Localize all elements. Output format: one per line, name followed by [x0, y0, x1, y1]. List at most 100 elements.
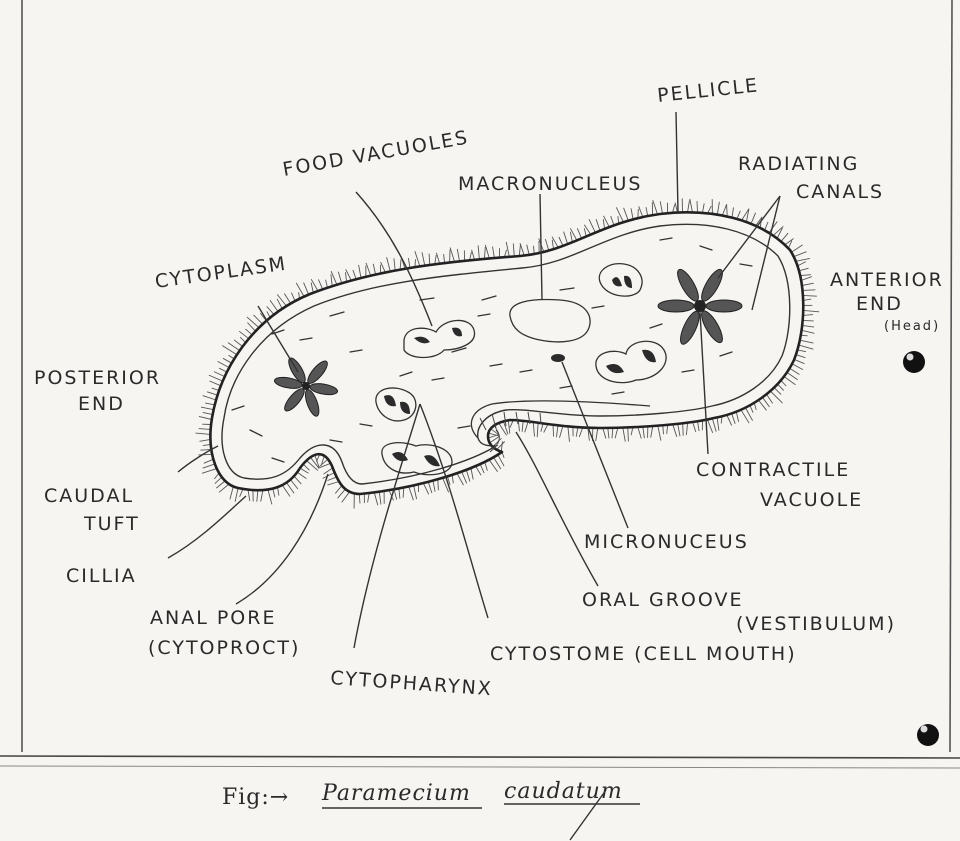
cilium — [595, 427, 599, 442]
cilium — [623, 207, 629, 221]
cytoplasm-granule — [329, 311, 345, 317]
cilium — [341, 491, 350, 503]
cilium — [465, 469, 471, 482]
label-anterior: ANTERIOR — [830, 269, 944, 291]
cilium — [726, 204, 728, 217]
cilium — [595, 219, 601, 231]
cilium — [246, 316, 260, 329]
cilium — [214, 476, 223, 484]
cilium — [802, 294, 817, 297]
cytoplasm-granule — [231, 405, 245, 411]
cilium — [380, 261, 386, 273]
cilium — [607, 427, 610, 439]
food-vacuole-4 — [598, 263, 643, 297]
cilium — [567, 426, 570, 442]
cilium — [303, 282, 310, 295]
oral-groove — [470, 400, 651, 439]
cilium — [358, 493, 361, 504]
label-posterior-end: END — [78, 393, 125, 415]
cilium — [755, 216, 763, 227]
cilium — [286, 482, 295, 494]
label-cytoplasm: CYTOPLASM — [154, 253, 289, 293]
cilium — [266, 306, 275, 315]
labels: FOOD VACUOLES PELLICLE MACRONUCLEUS RADI… — [34, 74, 944, 700]
cilium — [209, 380, 222, 387]
cilium — [578, 427, 584, 438]
macronucleus-shape — [509, 298, 591, 343]
cilium — [427, 481, 433, 494]
cilium — [798, 267, 809, 272]
cilium — [672, 424, 678, 437]
cytoplasm-granule — [329, 439, 343, 443]
label-micronucleus: MICRONUCEUS — [584, 531, 749, 553]
cytoplasm-granule — [591, 305, 605, 309]
cilium — [800, 274, 811, 277]
cytoplasm-granule — [399, 371, 413, 377]
cilium — [437, 479, 439, 491]
cilium — [322, 472, 335, 479]
cilium — [801, 329, 815, 334]
cilium — [470, 467, 474, 480]
cilium — [247, 489, 251, 502]
cilium — [551, 239, 554, 250]
cilium — [484, 244, 490, 259]
cilium — [245, 328, 253, 336]
cilium — [745, 407, 753, 421]
cilium — [198, 453, 213, 456]
cilium — [306, 460, 319, 471]
cilium — [222, 357, 232, 364]
cytoplasm-granule — [419, 297, 435, 301]
cilium — [540, 423, 544, 432]
cilium — [488, 459, 498, 473]
cilium — [701, 203, 705, 213]
cilium — [622, 427, 626, 442]
paramecium-body — [209, 211, 805, 496]
cilium — [365, 262, 372, 276]
posterior-contractile-vacuole — [273, 357, 339, 417]
cilium — [521, 420, 524, 432]
cilium — [783, 376, 796, 386]
cilium — [201, 468, 217, 474]
cilium — [716, 201, 720, 215]
cilium — [372, 263, 377, 275]
cilium — [200, 406, 214, 411]
cilium — [551, 236, 559, 248]
cilium — [735, 411, 740, 422]
cilium — [519, 243, 525, 256]
cilium — [802, 289, 816, 291]
cilium — [736, 210, 741, 220]
cytoplasm-granule — [457, 425, 471, 429]
cytoplasm-granule — [481, 295, 497, 301]
cilium — [610, 215, 615, 226]
cilium — [402, 487, 405, 498]
cilium — [797, 261, 807, 267]
cytoplasm-granule — [299, 337, 313, 341]
cilium — [569, 231, 573, 243]
cilium — [802, 314, 814, 316]
cilium — [434, 254, 437, 265]
cilium — [247, 322, 256, 332]
punch-hole-top — [903, 351, 925, 373]
cytoplasm-granule — [477, 313, 491, 317]
cilium — [731, 207, 734, 218]
cilium — [801, 282, 814, 286]
cilium — [552, 424, 555, 437]
cilium — [487, 434, 500, 439]
cilium — [260, 490, 264, 502]
food-vacuole-5 — [595, 340, 667, 384]
cytoplasm-granule — [719, 351, 733, 357]
cilium — [793, 251, 807, 258]
paper-frame — [0, 0, 960, 769]
cilium — [327, 481, 340, 486]
cilium — [502, 421, 509, 435]
cilium — [795, 354, 806, 359]
cytoplasm-granule — [649, 323, 663, 329]
cilium — [352, 269, 357, 280]
cilium — [414, 250, 421, 267]
cilium — [216, 480, 226, 489]
cilium — [408, 486, 414, 501]
cilium — [206, 391, 218, 396]
label-contractile: CONTRACTILE — [696, 459, 850, 481]
cilium — [281, 484, 291, 497]
cilium — [421, 252, 426, 266]
